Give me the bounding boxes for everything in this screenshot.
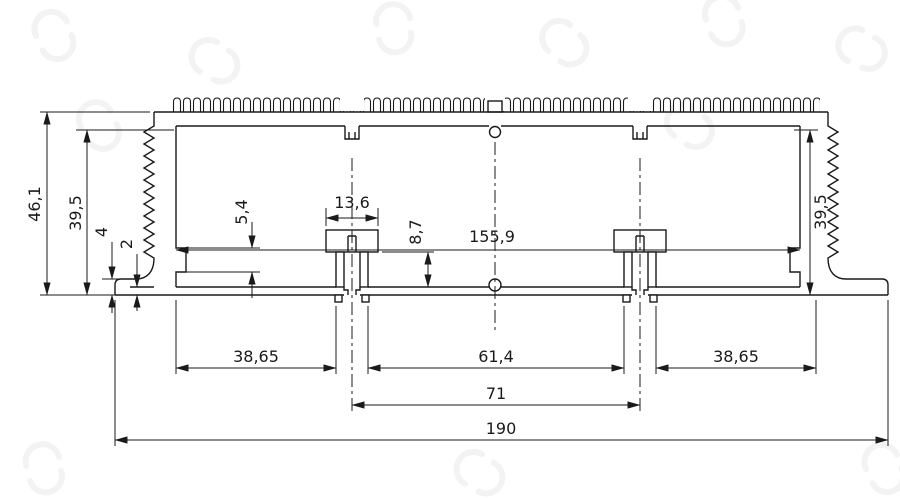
dim-overall-height (40, 111, 150, 296)
dim-label-lip-thickness: 2 (117, 239, 136, 249)
dim-label-boss-height: 8,7 (406, 219, 425, 244)
dimension-lines (40, 111, 889, 446)
dim-label-bottom-right-span: 38,65 (713, 347, 759, 366)
bottom-wall (115, 278, 888, 296)
inner-ceiling (176, 125, 800, 140)
top-center-bump (487, 100, 503, 113)
dimension-labels: 46,1 39,5 4 2 5,4 13,6 8,7 155,9 39,5 38… (25, 186, 830, 438)
dim-boss-top-width (325, 208, 379, 226)
profile-outline (114, 93, 889, 303)
dim-label-overall-height: 46,1 (25, 186, 44, 222)
left-ribbed-wall (114, 112, 187, 295)
centerlines (351, 142, 641, 412)
right-ribbed-wall (789, 112, 889, 295)
dim-flange-thickness (102, 242, 124, 313)
dim-label-flange-thickness: 4 (92, 227, 111, 237)
dim-right-inner-height (794, 129, 818, 296)
dim-label-bottom-center-span: 61,4 (478, 347, 514, 366)
ceiling-tab-right (632, 126, 648, 140)
ceiling-tab-left (344, 126, 360, 140)
dim-label-left-inner-height: 39,5 (66, 195, 85, 231)
bottom-extension-lines (114, 300, 889, 446)
dim-label-right-inner-height: 39,5 (811, 194, 830, 230)
dim-label-step-height: 5,4 (232, 199, 251, 224)
dim-label-bottom-left-span: 38,65 (233, 347, 279, 366)
dim-left-inner-height (76, 129, 174, 296)
dim-label-boss-centers-span: 71 (486, 384, 506, 403)
teeth-edge (154, 93, 828, 113)
dim-label-boss-top-width: 13,6 (334, 193, 370, 212)
dim-label-inner-width: 155,9 (469, 227, 515, 246)
dim-label-overall-width: 190 (486, 419, 517, 438)
top-center-hole (488, 125, 502, 139)
dim-boss-height (382, 251, 434, 288)
